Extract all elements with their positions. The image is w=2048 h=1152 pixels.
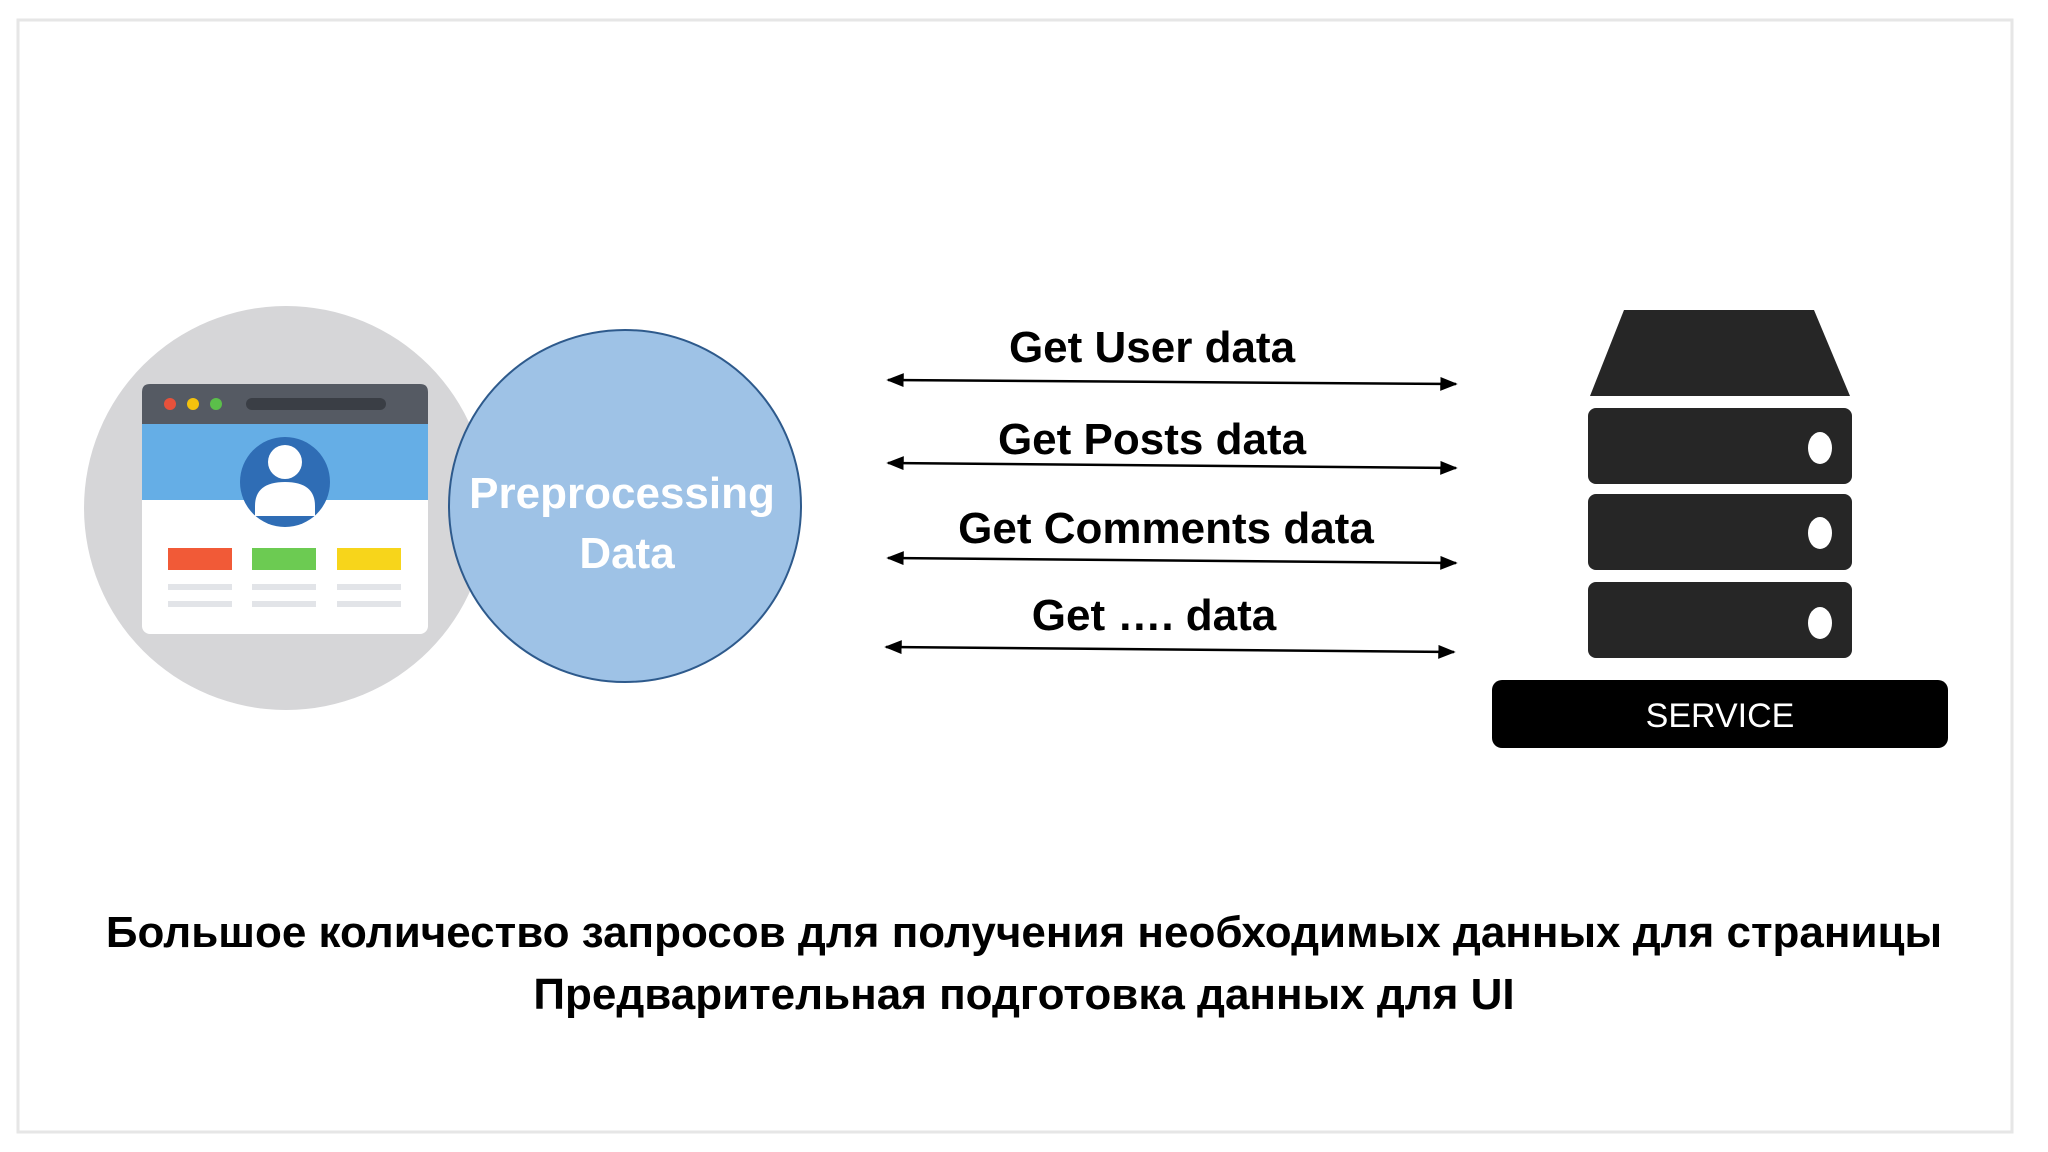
server-led-3-icon [1808, 607, 1832, 639]
server-unit-3 [1588, 582, 1852, 658]
server-top [1590, 310, 1850, 396]
preprocessing-label-line1: Preprocessing [469, 469, 775, 518]
content-block-yellow [337, 548, 401, 570]
window-dot-red-icon [164, 398, 176, 410]
caption-line-2: Предварительная подготовка данных для UI [533, 970, 1515, 1019]
request-arrow-user [886, 373, 1458, 391]
caption-line-1: Большое количество запросов для получени… [105, 908, 1943, 957]
service-label-bar: SERVICE [1492, 680, 1948, 748]
content-block-red [168, 548, 232, 570]
preprocessing-node: Preprocessing Data [448, 329, 802, 683]
server-led-2-icon [1808, 517, 1832, 549]
server-unit-1 [1588, 408, 1852, 484]
request-label-posts: Get Posts data [998, 415, 1307, 464]
address-bar [246, 398, 386, 410]
window-dot-green-icon [210, 398, 222, 410]
browser-window-icon [84, 306, 488, 710]
server-unit-2 [1588, 494, 1852, 570]
request-arrow-posts [886, 456, 1458, 475]
request-arrow-other [884, 640, 1456, 659]
service-label: SERVICE [1646, 697, 1795, 735]
request-arrow-comments [886, 551, 1458, 570]
request-label-comments: Get Comments data [958, 504, 1374, 553]
window-dot-yellow-icon [187, 398, 199, 410]
server-stack-icon [1588, 310, 1852, 658]
request-label-user: Get User data [1009, 323, 1296, 372]
preprocessing-label-line2: Data [579, 529, 675, 578]
request-label-other: Get …. data [1032, 591, 1277, 640]
preprocessing-circle [448, 329, 802, 683]
server-led-1-icon [1808, 432, 1832, 464]
content-block-green [252, 548, 316, 570]
user-avatar-icon [240, 437, 330, 527]
content-text-lines [168, 584, 401, 607]
request-arrows: Get User data Get Posts data Get Comment… [884, 323, 1458, 659]
